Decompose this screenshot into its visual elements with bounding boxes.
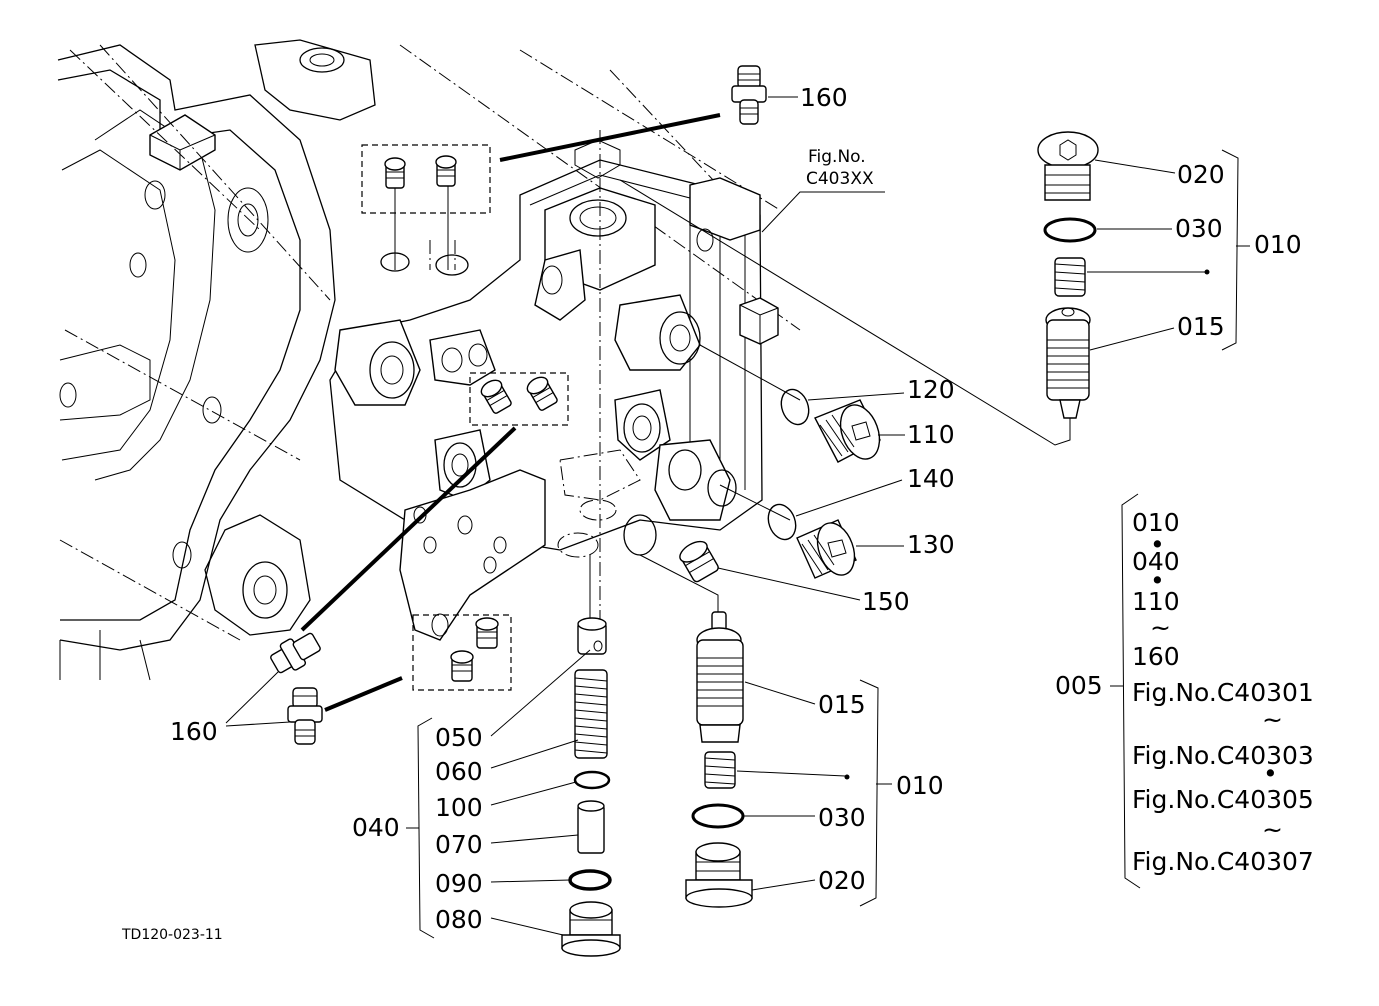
bracket-040 (417, 717, 435, 939)
label-150: 150 (862, 587, 910, 616)
label-060: 060 (435, 757, 483, 786)
valve-040-assembly (561, 555, 621, 957)
label-020-top: 020 (1177, 160, 1225, 189)
spool-050-icon (577, 617, 607, 655)
legend-item: Fig.No.C40307 (1132, 847, 1314, 876)
fitting-160-left-lower-icon (287, 687, 323, 745)
brackets (406, 149, 1250, 939)
legend-separator: ~ (1150, 613, 1171, 642)
label-030-top: 030 (1175, 214, 1223, 243)
fitting-160-top-icon (731, 65, 767, 125)
orifice-icon (450, 650, 474, 682)
legend-separator: • (1150, 530, 1165, 559)
bracket-010-top (1221, 149, 1239, 351)
orifice-parts (384, 155, 719, 682)
label-160-left: 160 (170, 717, 218, 746)
leader-arrow-top (499, 113, 721, 162)
valve-body (329, 130, 779, 641)
plug-080-icon (561, 901, 621, 957)
relief-valve-assembly-bottom (639, 554, 753, 908)
label-070: 070 (435, 830, 483, 859)
legend-item: 160 (1132, 642, 1180, 671)
leader-arrow-middle (300, 426, 517, 632)
legend-separator: ~ (1262, 815, 1283, 844)
label-050: 050 (435, 723, 483, 752)
o-ring-140-icon (767, 503, 797, 541)
assembly-legend: 005 010 • 040 • 110 ~ 160 Fig.No.C40301 … (1055, 508, 1314, 876)
label-010-bottom: 010 (896, 771, 944, 800)
label-015-top: 015 (1177, 312, 1225, 341)
orifice-icon (526, 376, 558, 411)
legend-separator: ~ (1262, 705, 1283, 734)
bracket-010-bottom (859, 679, 879, 907)
valve-015-icon (696, 611, 744, 743)
washer-100-icon (573, 770, 611, 790)
label-120: 120 (907, 375, 955, 404)
sleeve-070-icon (577, 800, 605, 854)
orifice-box-middle (469, 372, 569, 426)
orifice-150-icon (679, 540, 719, 583)
label-100: 100 (435, 793, 483, 822)
label-020-bottom: 020 (818, 866, 866, 895)
legend-separator: • (1150, 566, 1165, 595)
part-labels: 160 Fig.No. C403XX 020 030 010 015 120 1… (121, 83, 1302, 943)
leader-arrow-bottom (324, 676, 403, 712)
transmission-housing (57, 39, 801, 681)
legend-item: Fig.No.C40301 (1132, 678, 1314, 707)
spring-icon (704, 751, 736, 789)
orifice-icon (475, 617, 499, 649)
plug-130-icon (796, 519, 857, 579)
legend-group-label: 005 (1055, 671, 1103, 700)
orifice-icon (384, 157, 406, 189)
o-ring-030-icon (691, 803, 745, 829)
label-fig-no-caption: Fig.No. (808, 147, 866, 167)
o-ring-030-icon (1043, 217, 1097, 243)
orifice-box-top (361, 144, 491, 214)
plug-020-icon (685, 842, 753, 908)
label-090: 090 (435, 869, 483, 898)
spring-icon (1054, 257, 1086, 297)
legend-item: Fig.No.C40303 (1132, 741, 1314, 770)
fitting-160-left-upper-icon (270, 632, 321, 674)
o-ring-090-icon (568, 869, 612, 891)
label-030-bottom: 030 (818, 803, 866, 832)
label-140: 140 (907, 464, 955, 493)
plug-110-icon (814, 399, 881, 463)
plug-020-icon (1037, 131, 1099, 201)
orifice-icon (480, 379, 512, 414)
drawing-id: TD120-023-11 (121, 927, 223, 943)
legend-item: 040 (1132, 547, 1180, 576)
label-080: 080 (435, 905, 483, 934)
label-015-bottom: 015 (818, 690, 866, 719)
legend-item: Fig.No.C40305 (1132, 785, 1314, 814)
label-010-top: 010 (1254, 230, 1302, 259)
o-ring-120-icon (780, 388, 810, 426)
orifice-icon (435, 155, 457, 187)
detail-boxes (300, 113, 721, 712)
leader-lines (225, 96, 1210, 936)
label-fig-no-code: C403XX (806, 169, 874, 189)
bracket-005 (1121, 493, 1141, 889)
label-130: 130 (907, 530, 955, 559)
orifice-box-bottom (412, 614, 512, 691)
relief-valve-assembly-top (619, 131, 1099, 446)
label-040: 040 (352, 813, 400, 842)
legend-item: 110 (1132, 587, 1180, 616)
legend-item: 010 (1132, 508, 1180, 537)
label-110: 110 (907, 420, 955, 449)
legend-separator: • (1263, 759, 1278, 788)
valve-015-icon (1045, 307, 1091, 419)
spring-060-icon (574, 669, 608, 759)
label-160-top: 160 (800, 83, 848, 112)
